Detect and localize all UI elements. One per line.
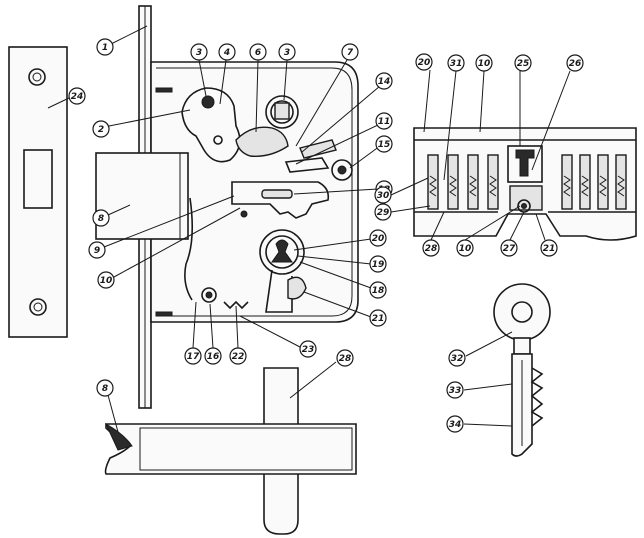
callout-34: 34 (446, 415, 464, 433)
callout-31: 31 (447, 54, 465, 72)
callout-33: 33 (446, 381, 464, 399)
pawl-assembly (284, 139, 353, 181)
latch-bolt (95, 152, 189, 240)
callout-label: 22 (232, 352, 245, 362)
callout-8b: 8 (96, 379, 114, 397)
callout-label: 8 (98, 214, 104, 224)
callout-15: 15 (375, 135, 393, 153)
callout-9: 9 (88, 241, 106, 259)
callout-label: 31 (450, 59, 463, 69)
callout-21b: 21 (540, 239, 558, 257)
callout-10c: 10 (456, 239, 474, 257)
callout-20b: 20 (415, 53, 433, 71)
callout-28a: 28 (336, 349, 354, 367)
callout-2: 2 (92, 120, 110, 138)
callout-18: 18 (369, 281, 387, 299)
callout-label: 29 (377, 208, 390, 218)
callout-label: 9 (94, 246, 100, 256)
callout-24: 24 (68, 87, 86, 105)
callout-label: 21 (372, 314, 385, 324)
callout-7: 7 (341, 43, 359, 61)
key (493, 283, 551, 457)
key-cylinder (259, 229, 305, 313)
small-spring (223, 300, 249, 310)
callout-label: 34 (449, 420, 462, 430)
cam-retainer (509, 185, 543, 211)
callout-25: 25 (514, 54, 532, 72)
callout-label: 7 (347, 48, 354, 58)
callout-26: 26 (566, 54, 584, 72)
cylinder-section (413, 127, 637, 241)
callout-label: 26 (569, 59, 582, 69)
strike-plate (8, 46, 68, 338)
callout-label: 15 (378, 140, 391, 150)
callout-20a: 20 (369, 229, 387, 247)
callout-label: 17 (187, 352, 200, 362)
deadbolt-slide (231, 181, 330, 219)
callout-1: 1 (96, 38, 114, 56)
callout-3a: 3 (190, 43, 208, 61)
callout-11: 11 (375, 112, 393, 130)
callout-label: 28 (425, 244, 438, 254)
callout-17: 17 (184, 347, 202, 365)
callout-label: 10 (478, 59, 491, 69)
callout-label: 19 (372, 260, 385, 270)
callout-label: 16 (207, 352, 220, 362)
callout-label: 3 (284, 48, 290, 58)
callout-label: 28 (339, 354, 352, 364)
tumbler (235, 126, 289, 157)
callout-6: 6 (249, 43, 267, 61)
callout-label: 30 (377, 191, 390, 201)
callout-27: 27 (500, 239, 518, 257)
callout-label: 6 (255, 48, 261, 58)
callout-label: 8 (102, 384, 108, 394)
callout-label: 20 (372, 234, 385, 244)
callout-label: 21 (543, 244, 556, 254)
callout-10b: 10 (475, 54, 493, 72)
callout-19: 19 (369, 255, 387, 273)
pin (201, 287, 217, 303)
callout-label: 24 (71, 92, 84, 102)
connecting-rod (184, 197, 194, 301)
callout-label: 23 (302, 345, 315, 355)
callout-label: 14 (378, 77, 391, 87)
callout-29: 29 (374, 203, 392, 221)
callout-8a: 8 (92, 209, 110, 227)
callout-21a: 21 (369, 309, 387, 327)
coil-spring (265, 95, 299, 129)
callout-label: 2 (98, 125, 104, 135)
callout-label: 32 (451, 354, 464, 364)
callout-14: 14 (375, 72, 393, 90)
spindle (104, 367, 357, 535)
pin-stacks-left (427, 154, 499, 210)
callout-label: 33 (449, 386, 462, 396)
leader-lines (47, 25, 571, 433)
callout-10a: 10 (97, 271, 115, 289)
callout-23: 23 (299, 340, 317, 358)
callout-32: 32 (448, 349, 466, 367)
callout-label: 25 (517, 59, 530, 69)
callout-label: 20 (418, 58, 431, 68)
callout-label: 10 (100, 276, 113, 286)
callout-4: 4 (218, 43, 236, 61)
callout-label: 11 (378, 117, 391, 127)
callout-22: 22 (229, 347, 247, 365)
callout-16: 16 (204, 347, 222, 365)
pin-stacks-right (561, 154, 627, 210)
cam-lobe (287, 276, 307, 300)
callout-label: 18 (372, 286, 385, 296)
callout-label: 27 (503, 244, 516, 254)
callout-label: 10 (459, 244, 472, 254)
callout-28b: 28 (422, 239, 440, 257)
callout-label: 3 (196, 48, 202, 58)
callout-30: 30 (374, 186, 392, 204)
callout-3b: 3 (278, 43, 296, 61)
callout-label: 1 (102, 43, 108, 53)
callout-label: 4 (223, 48, 230, 58)
